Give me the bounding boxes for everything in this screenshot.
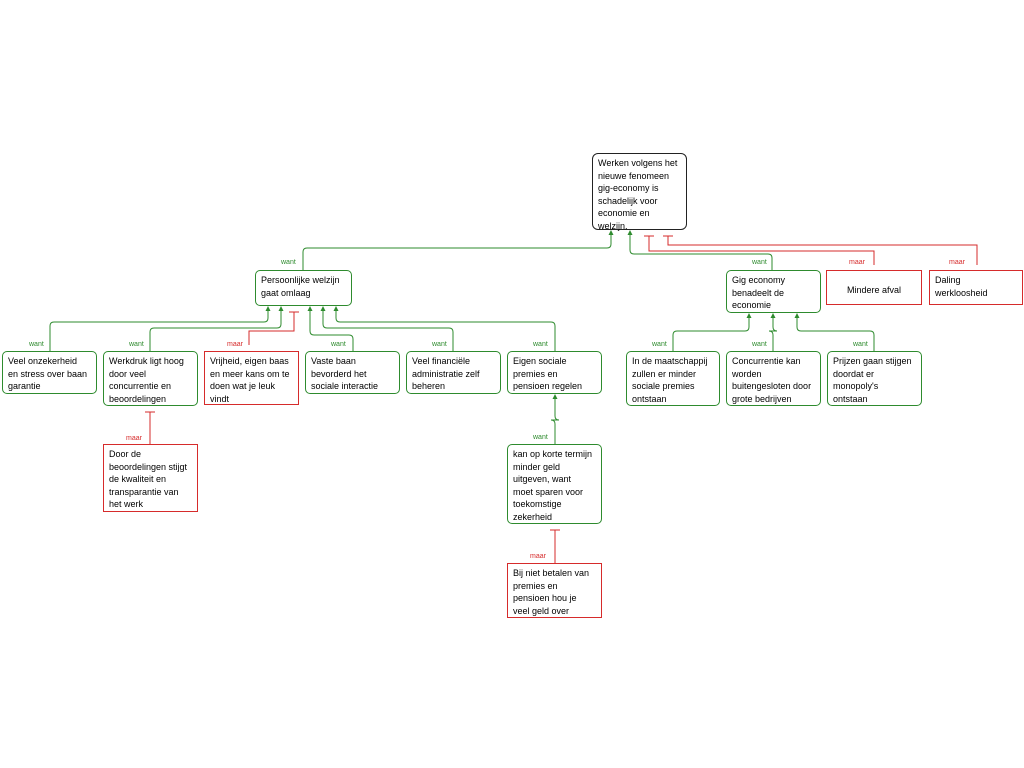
- support-link: [309, 311, 354, 351]
- arrow-head: [794, 313, 800, 318]
- link-label-want: want: [652, 341, 667, 348]
- root-claim[interactable]: Werken volgens het nieuwe fenomeen gig-e…: [592, 153, 687, 231]
- link-label-want: want: [281, 259, 296, 266]
- arrow-head: [552, 394, 558, 399]
- arrow-head: [320, 306, 326, 311]
- link-label-maar: maar: [949, 259, 965, 266]
- objection-niet-betalen[interactable]: Bij niet betalen van premies en pensioen…: [507, 563, 602, 618]
- link-label-maar: maar: [849, 259, 865, 266]
- support-link: [302, 235, 612, 270]
- objection-vrijheid[interactable]: Vrijheid, eigen baas en meer kans om te …: [204, 351, 299, 405]
- objection-beoordelingen[interactable]: Door de beoordelingen stijgt de kwalitei…: [103, 444, 198, 512]
- arrow-head: [770, 313, 776, 318]
- arrow-head: [333, 306, 339, 311]
- link-label-want: want: [331, 341, 346, 348]
- arrow-head: [307, 306, 313, 311]
- link-label-maar: maar: [126, 435, 142, 442]
- support-link: [149, 311, 282, 351]
- reason-korte-termijn[interactable]: kan op korte termijn minder geld uitgeve…: [507, 444, 602, 524]
- reason-gig-economy[interactable]: Gig economy benadeelt de economie: [726, 270, 821, 313]
- support-link: [322, 311, 454, 351]
- reason-vaste-baan[interactable]: Vaste baan bevorderd het sociale interac…: [305, 351, 400, 394]
- objection-link: [648, 236, 875, 265]
- link-label-want: want: [752, 341, 767, 348]
- reason-concurrentie[interactable]: Concurrentie kan worden buitengesloten d…: [726, 351, 821, 406]
- arrow-head: [265, 306, 271, 311]
- reason-onzekerheid[interactable]: Veel onzekerheid en stress over baan gar…: [2, 351, 97, 394]
- arrow-head: [608, 230, 614, 235]
- link-label-maar: maar: [227, 341, 243, 348]
- support-link: [796, 318, 875, 351]
- link-label-want: want: [29, 341, 44, 348]
- support-link: [335, 311, 556, 351]
- objection-daling-werkloosheid[interactable]: Daling werkloosheid: [929, 270, 1023, 305]
- objection-link: [248, 312, 295, 345]
- reason-prijzen[interactable]: Prijzen gaan stijgen doordat er monopoly…: [827, 351, 922, 406]
- link-label-want: want: [752, 259, 767, 266]
- link-label-want: want: [853, 341, 868, 348]
- arrow-head: [746, 313, 752, 318]
- support-link: [629, 235, 773, 270]
- objection-link: [667, 236, 978, 265]
- reason-welzijn[interactable]: Persoonlijke welzijn gaat omlaag: [255, 270, 352, 306]
- support-link: [550, 399, 560, 444]
- arrow-head: [627, 230, 633, 235]
- link-label-want: want: [129, 341, 144, 348]
- link-label-want: want: [432, 341, 447, 348]
- link-label-want: want: [533, 341, 548, 348]
- support-link: [768, 318, 778, 351]
- link-label-maar: maar: [530, 553, 546, 560]
- link-label-want: want: [533, 434, 548, 441]
- arrow-head: [278, 306, 284, 311]
- reason-sociale-premies[interactable]: Eigen sociale premies en pensioen regele…: [507, 351, 602, 394]
- support-link: [49, 311, 269, 351]
- reason-maatschappij[interactable]: In de maatschappij zullen er minder soci…: [626, 351, 720, 406]
- objection-mindere-afval[interactable]: Mindere afval: [826, 270, 922, 305]
- support-link: [672, 318, 750, 351]
- reason-administratie[interactable]: Veel financiële administratie zelf beher…: [406, 351, 501, 394]
- reason-werkdruk[interactable]: Werkdruk ligt hoog door veel concurrenti…: [103, 351, 198, 406]
